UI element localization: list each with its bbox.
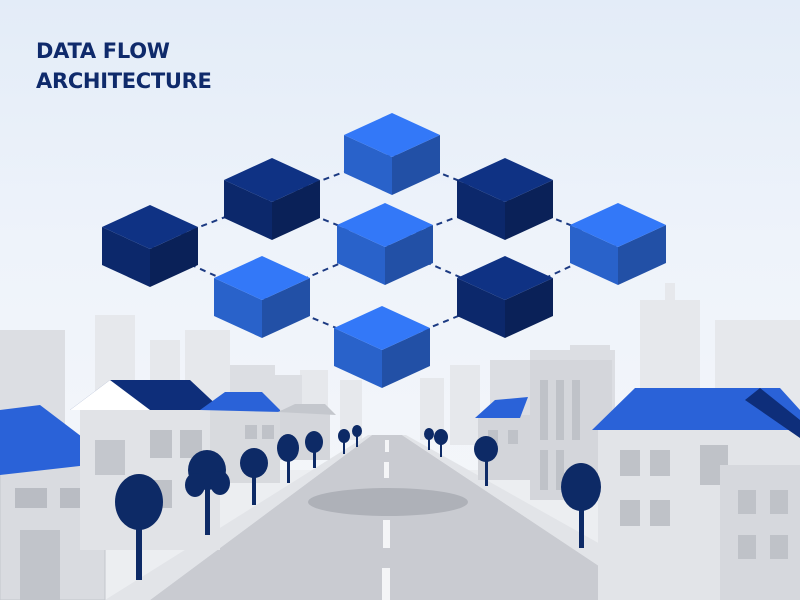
node-n8 (457, 256, 553, 338)
road-shadow (308, 488, 468, 516)
tree-icon (434, 429, 448, 457)
page-title: DATA FLOW ARCHITECTURE (36, 36, 212, 96)
node-n7 (214, 256, 310, 338)
tree-icon (474, 436, 498, 486)
node-n3 (457, 158, 553, 240)
node-n9 (334, 306, 430, 388)
tree-icon (561, 463, 601, 548)
street-trees (115, 425, 601, 580)
node-n4 (102, 205, 198, 287)
tree-icon (240, 448, 268, 505)
tree-icon (424, 428, 434, 450)
node-n2 (224, 158, 320, 240)
node-n5 (337, 203, 433, 285)
sidewalk-left (105, 435, 372, 600)
tree-icon (338, 429, 350, 454)
tree-icon (277, 434, 299, 483)
node-n1 (344, 113, 440, 195)
skyline-far (95, 283, 800, 445)
tree-icon (115, 474, 163, 580)
node-layer (102, 113, 666, 388)
tree-icon (305, 431, 323, 468)
node-n6 (570, 203, 666, 285)
title-line-1: DATA FLOW (36, 39, 170, 63)
road-markings (382, 440, 390, 600)
house-right-front (592, 388, 800, 600)
road (150, 435, 650, 600)
tree-icon (185, 450, 230, 535)
tree-icon (352, 425, 362, 447)
title-line-2: ARCHITECTURE (36, 69, 212, 93)
